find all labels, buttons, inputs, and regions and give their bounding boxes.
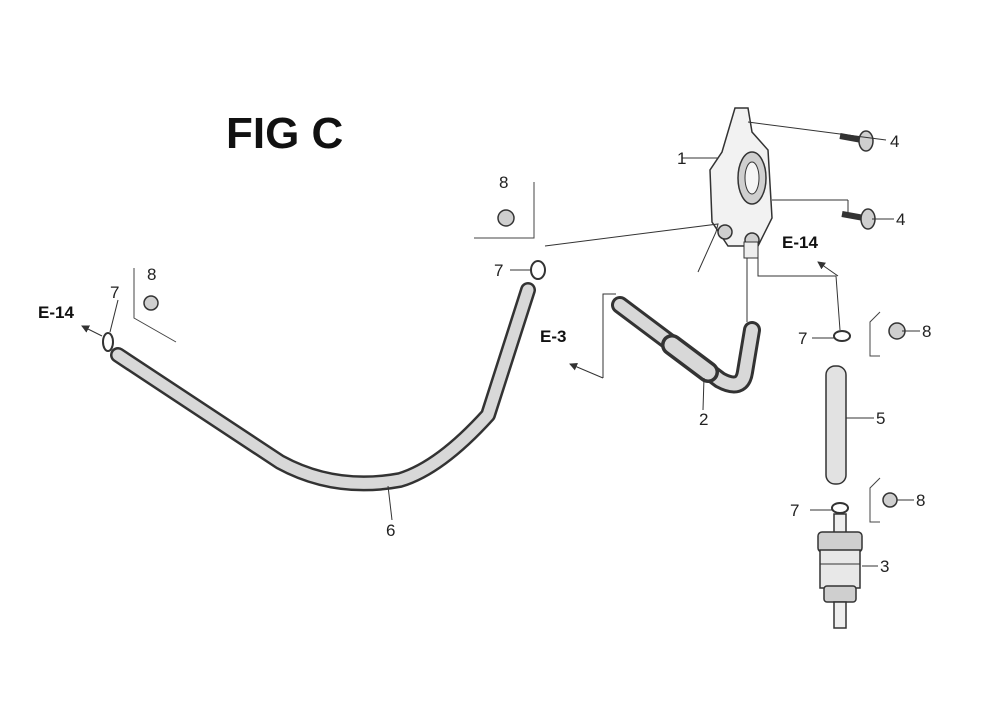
callout-8-b: 8 xyxy=(147,265,156,284)
clip-7-a xyxy=(530,260,546,280)
callout-8-a: 8 xyxy=(499,173,508,192)
ref-e14-left: E-14 xyxy=(38,303,74,322)
bracket-8-a xyxy=(474,182,535,239)
bracket-8-b xyxy=(133,268,177,343)
fuel-filter-3 xyxy=(817,513,863,629)
fuel-hose-6 xyxy=(110,282,536,492)
bracket-8-c xyxy=(869,311,881,357)
fuel-hose-5 xyxy=(825,365,847,485)
callout-3: 3 xyxy=(880,557,889,576)
callout-7-a: 7 xyxy=(494,261,503,280)
figure-title: FIG C xyxy=(226,109,343,158)
bracket-8-d xyxy=(869,477,881,523)
callout-8-d: 8 xyxy=(916,491,925,510)
ref-e14-right: E-14 xyxy=(782,233,818,252)
callout-8-c: 8 xyxy=(922,322,931,341)
callout-7-c: 7 xyxy=(798,329,807,348)
clip-7-c xyxy=(833,330,851,342)
callout-1: 1 xyxy=(677,149,686,168)
screw-4-upper xyxy=(839,130,874,152)
callout-5: 5 xyxy=(876,409,885,428)
ref-e3: E-3 xyxy=(540,327,566,346)
callout-2: 2 xyxy=(699,410,708,429)
callout-4-lower: 4 xyxy=(896,210,905,229)
clip-7-b xyxy=(102,332,114,352)
fuel-hose-2 xyxy=(611,296,761,394)
clamp-8-a xyxy=(497,209,515,227)
screw-4-lower xyxy=(841,208,876,230)
fuel-valve-1 xyxy=(709,107,773,259)
callout-6: 6 xyxy=(386,521,395,540)
callout-7-b: 7 xyxy=(110,283,119,302)
clamp-8-d xyxy=(882,492,898,508)
clip-7-d xyxy=(831,502,849,514)
callout-4-upper: 4 xyxy=(890,132,899,151)
clamp-8-b xyxy=(143,295,159,311)
callout-7-d: 7 xyxy=(790,501,799,520)
